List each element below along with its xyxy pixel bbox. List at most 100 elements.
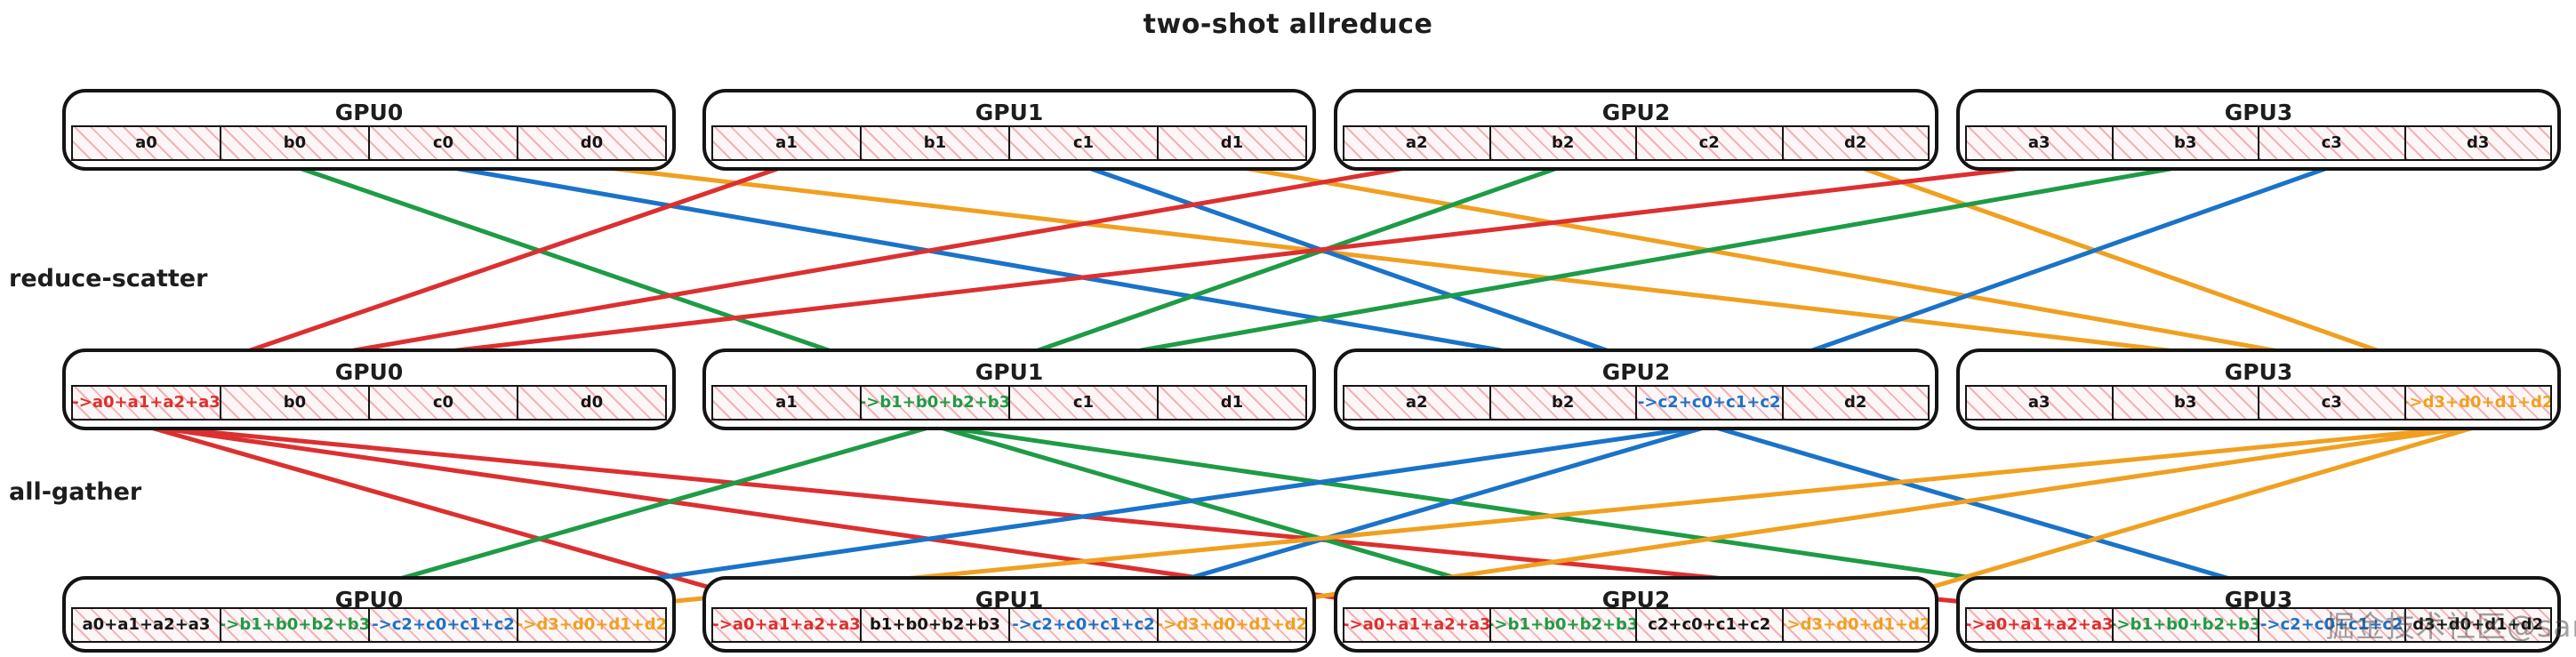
gpu-title: GPU3 — [2224, 100, 2293, 125]
memory-cell: ->b1+b0+b2+b3 — [220, 607, 368, 643]
gpu-title: GPU1 — [975, 359, 1044, 385]
memory-cell: b0 — [220, 385, 368, 421]
memory-cell-label: ->c2+c0+c1+c2 — [1637, 393, 1781, 412]
memory-cell-label: ->b1+b0+b2+b3 — [220, 615, 368, 634]
memory-cell: d0 — [517, 385, 667, 421]
watermark: 掘金技术社区@sans — [2325, 609, 2576, 644]
memory-cell-label: ->b1+b0+b2+b3 — [2111, 615, 2258, 634]
memory-cell-label: c0 — [432, 393, 454, 412]
memory-cell-label: ->c2+c0+c1+c2 — [2259, 615, 2403, 634]
memory-cell-label: ->b1+b0+b2+b3 — [860, 393, 1008, 412]
memory-cell-label: ->b1+b0+b2+b3 — [1489, 615, 1635, 634]
memory-cell: d1 — [1157, 125, 1307, 161]
memory-cell-label: a1 — [775, 133, 798, 152]
memory-cell: a1 — [711, 385, 860, 421]
memory-cell-label: ->d3+d0+d1+d2 — [2403, 393, 2552, 412]
memory-cell-label: a3 — [2027, 133, 2050, 152]
gpu-cell-row: a1 b1 c1 d1 — [711, 125, 1307, 161]
memory-cell: b1+b0+b2+b3 — [860, 607, 1008, 643]
memory-cell: ->b1+b0+b2+b3 — [1489, 607, 1635, 643]
memory-cell: a0+a1+a2+a3 — [71, 607, 220, 643]
memory-cell-label: c0 — [432, 133, 454, 152]
memory-cell: c1 — [1008, 125, 1157, 161]
memory-cell: d1 — [1157, 385, 1307, 421]
memory-cell-label: c2 — [1698, 133, 1720, 152]
memory-cell: c2+c0+c1+c2 — [1635, 607, 1782, 643]
memory-cell-label: d2 — [1844, 393, 1867, 412]
memory-cell-label: b2 — [1552, 133, 1575, 152]
gpu-title: GPU3 — [2224, 359, 2293, 385]
memory-cell: b3 — [2111, 125, 2258, 161]
stage-label-all-gather: all-gather — [9, 478, 142, 506]
stage-label-reduce-scatter: reduce-scatter — [9, 265, 208, 292]
memory-cell: b3 — [2111, 385, 2258, 421]
memory-cell-label: ->a0+a1+a2+a3 — [72, 393, 220, 412]
memory-cell-label: d3 — [2467, 133, 2490, 152]
gpu-box-initial-gpu3: GPU3 a3 b3 c3 d3 — [1956, 89, 2561, 171]
memory-cell-label: d0 — [580, 133, 604, 152]
memory-cell: ->c2+c0+c1+c2 — [1008, 607, 1157, 643]
page-title: two-shot allreduce — [1143, 9, 1433, 40]
memory-cell: c3 — [2258, 385, 2404, 421]
memory-cell: c3 — [2258, 125, 2404, 161]
gpu-title: GPU2 — [1601, 100, 1671, 125]
memory-cell: ->a0+a1+a2+a3 — [1965, 607, 2112, 643]
memory-cell: ->a0+a1+a2+a3 — [1343, 607, 1489, 643]
memory-cell-label: d0 — [580, 393, 604, 412]
memory-cell-label: ->a0+a1+a2+a3 — [1343, 615, 1489, 634]
memory-cell-label: c3 — [2321, 393, 2342, 412]
memory-cell: a2 — [1343, 385, 1489, 421]
memory-cell: c2 — [1635, 125, 1782, 161]
memory-cell: ->a0+a1+a2+a3 — [71, 385, 220, 421]
gpu-box-after-reduce-scatter-gpu3: GPU3 a3 b3 c3 ->d3+d0+d1+d2 — [1956, 349, 2561, 430]
memory-cell: b2 — [1489, 125, 1635, 161]
memory-cell-label: ->d3+d0+d1+d2 — [1157, 615, 1307, 634]
memory-cell: ->b1+b0+b2+b3 — [860, 385, 1008, 421]
memory-cell-label: a3 — [2027, 393, 2050, 412]
memory-cell-label: b1 — [923, 133, 947, 152]
memory-cell: ->c2+c0+c1+c2 — [1635, 385, 1782, 421]
gpu-cell-row: a3 b3 c3 ->d3+d0+d1+d2 — [1965, 385, 2552, 421]
memory-cell: ->d3+d0+d1+d2 — [2403, 385, 2552, 421]
memory-cell: a2 — [1343, 125, 1489, 161]
memory-cell: a1 — [711, 125, 860, 161]
memory-cell-label: b2 — [1552, 393, 1575, 412]
gpu-cell-row: a3 b3 c3 d3 — [1965, 125, 2552, 161]
gpu-box-after-all-gather-gpu3: GPU3->a0+a1+a2+a3->b1+b0+b2+b3->c2+c0+c1… — [1956, 576, 2561, 653]
memory-cell: ->c2+c0+c1+c2 — [2258, 607, 2404, 643]
gpu-cell-row: ->a0+a1+a2+a3 b0 c0 d0 — [71, 385, 667, 421]
memory-cell-label: ->d3+d0+d1+d2 — [1781, 615, 1930, 634]
memory-cell-label: c3 — [2321, 133, 2342, 152]
memory-cell: d3+d0+d1+d2 — [2403, 607, 2552, 643]
memory-cell-label: b0 — [283, 393, 307, 412]
memory-cell: ->c2+c0+c1+c2 — [368, 607, 517, 643]
memory-cell-label: d1 — [1220, 133, 1244, 152]
memory-cell: c0 — [368, 385, 517, 421]
memory-cell: ->a0+a1+a2+a3 — [711, 607, 860, 643]
memory-cell: a0 — [71, 125, 220, 161]
gpu-box-initial-gpu1: GPU1 a1 b1 c1 d1 — [702, 89, 1316, 171]
memory-cell: c0 — [368, 125, 517, 161]
memory-cell: ->d3+d0+d1+d2 — [1781, 607, 1930, 643]
gpu-cell-row: a0+a1+a2+a3->b1+b0+b2+b3->c2+c0+c1+c2->d… — [71, 607, 667, 643]
gpu-title: GPU1 — [975, 100, 1044, 125]
memory-cell: b2 — [1489, 385, 1635, 421]
memory-cell-label: b3 — [2174, 133, 2197, 152]
memory-cell: d3 — [2403, 125, 2552, 161]
gpu-cell-row: a2 b2 ->c2+c0+c1+c2 d2 — [1343, 385, 1930, 421]
memory-cell-label: b0 — [283, 133, 307, 152]
memory-cell: a3 — [1965, 125, 2112, 161]
memory-cell: d2 — [1781, 385, 1930, 421]
